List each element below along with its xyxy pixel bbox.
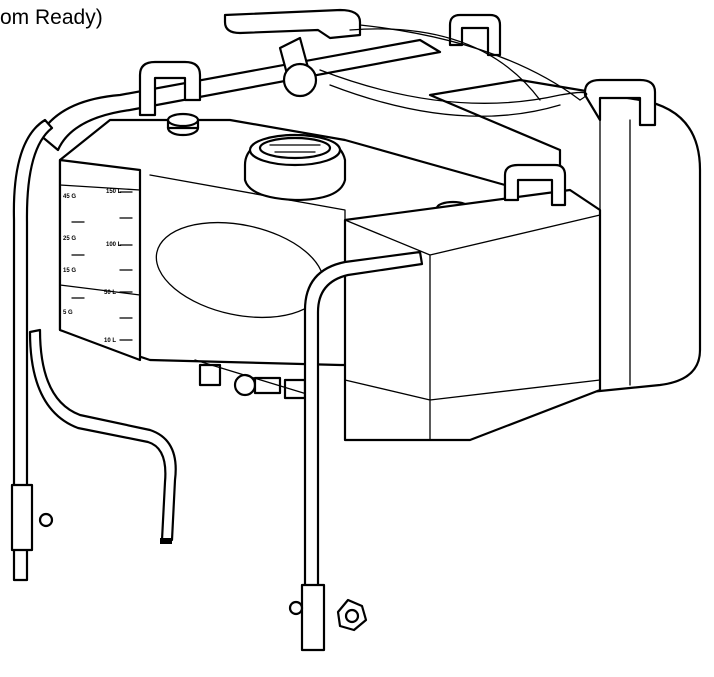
- outlet-valves: [194, 359, 311, 400]
- scale-mark-gal-2: 25 G: [63, 236, 76, 242]
- scale-mark-gal-4: 5 G: [63, 310, 73, 316]
- vent-cap-left: [166, 112, 200, 137]
- scale-mark-lit-2: 100 L: [106, 242, 122, 248]
- side-tank: [343, 188, 602, 442]
- spray-gun: [223, 8, 362, 40]
- scale-panel: [58, 158, 142, 362]
- fill-level-scale: 45 G 25 G 15 G 5 G 150 L 100 L 50 L 10 L: [63, 189, 133, 344]
- frame-leg-left: [12, 118, 54, 582]
- carry-handle-side: [503, 163, 567, 207]
- carry-handle-rear: [583, 78, 657, 127]
- mount-bracket-left: [10, 483, 34, 552]
- scale-mark-lit-1: 150 L: [106, 189, 122, 195]
- carry-handle-left: [138, 60, 202, 117]
- frame-leg-center: [28, 328, 177, 542]
- scale-mark-gal-1: 45 G: [63, 194, 76, 200]
- top-frame-rail: [38, 38, 442, 152]
- scale-mark-gal-3: 15 G: [63, 268, 76, 274]
- caption-text: om Ready): [0, 6, 103, 29]
- clamp-knob: [336, 598, 368, 632]
- mount-bracket-right: [300, 583, 326, 652]
- carry-handle-top: [448, 13, 502, 57]
- scale-mark-lit-4: 10 L: [104, 338, 116, 344]
- spray-hose: [319, 69, 588, 117]
- scale-mark-lit-3: 50 L: [104, 290, 116, 296]
